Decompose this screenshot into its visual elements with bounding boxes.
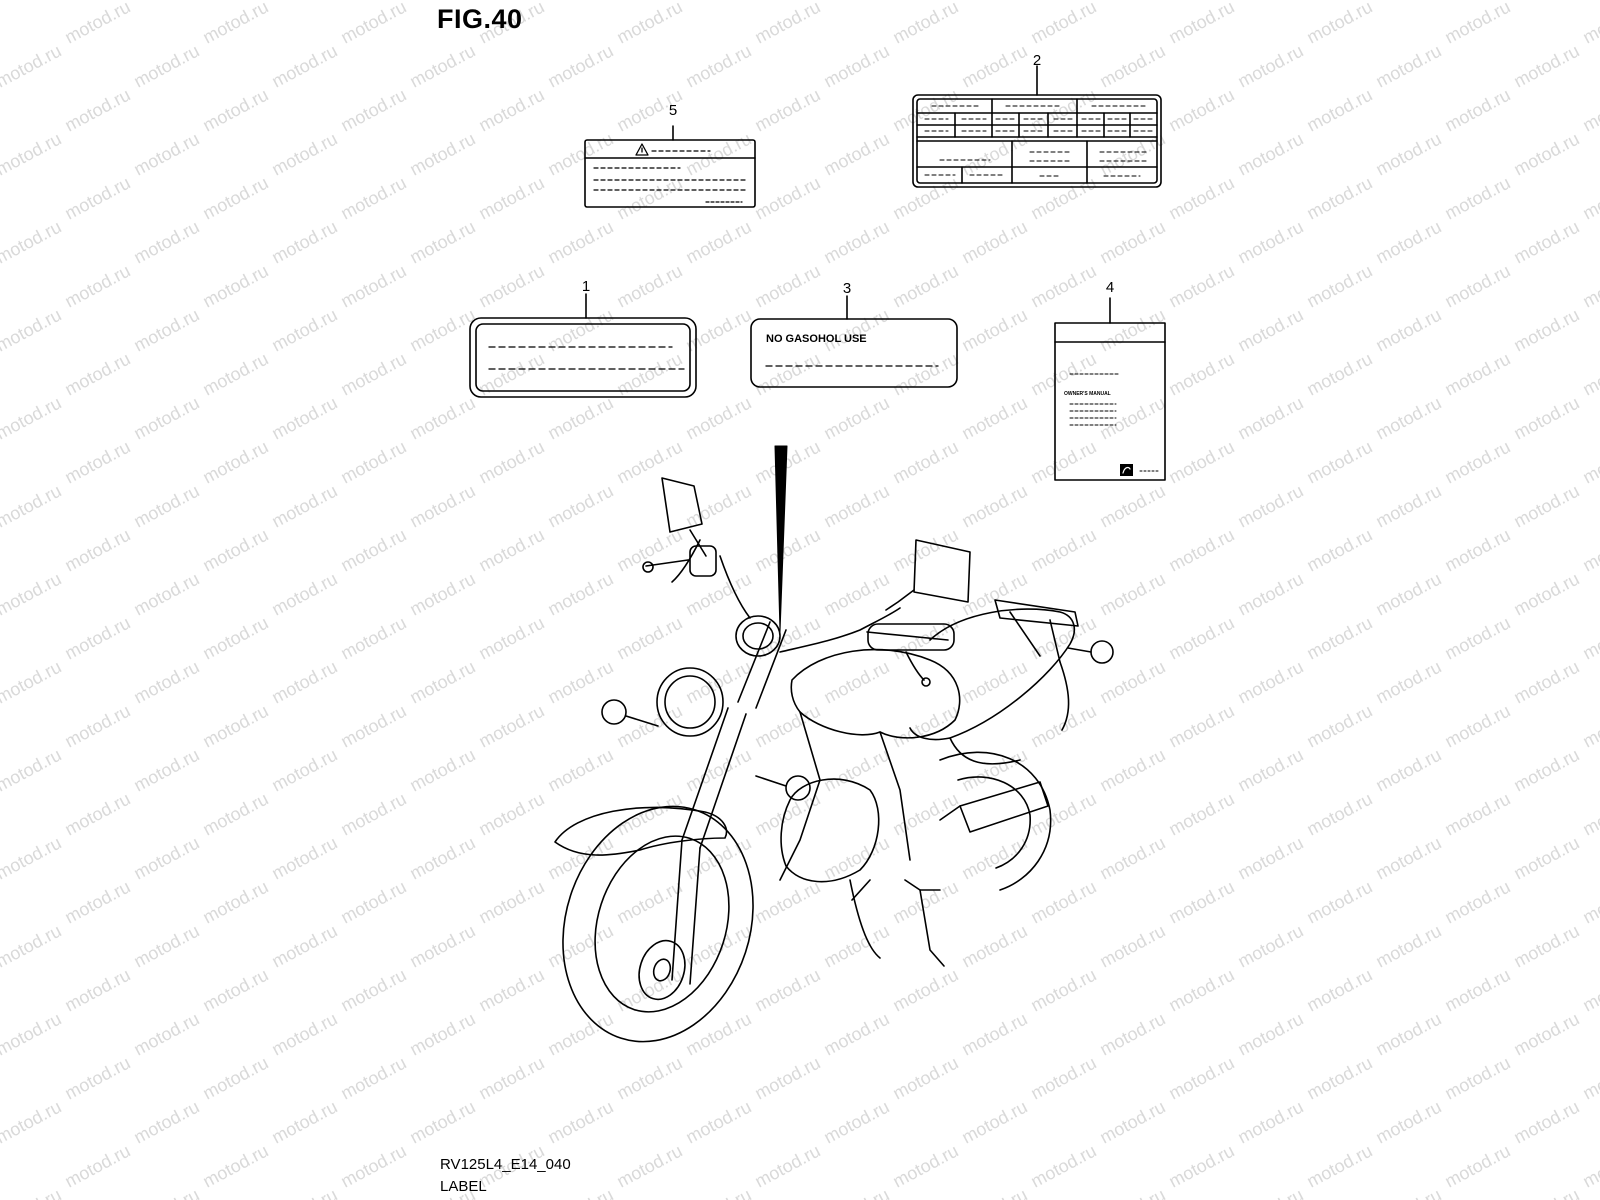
item-4-owners-manual [1054,297,1166,481]
callout-1: 1 [582,278,590,295]
label-5-warning-sticker [584,125,756,208]
label-1-sticker [469,293,697,398]
manual-title: OWNER'S MANUAL [1064,391,1111,397]
label-2-info-table [912,65,1162,188]
motorcycle-outline [554,477,1114,1043]
label-3-no-gasohol-sticker [750,295,958,388]
section-label: LABEL [440,1178,487,1195]
warning-triangle-icon [635,143,649,156]
callout-3: 3 [843,280,851,297]
model-code: RV125L4_E14_040 [440,1156,571,1173]
figure-title: FIG.40 [437,4,523,34]
label-location-pointer [774,445,788,633]
callout-4: 4 [1106,279,1114,296]
brand-logo-icon [1120,464,1133,476]
callout-2: 2 [1033,52,1041,69]
callout-5: 5 [669,102,677,119]
label-3-text: NO GASOHOL USE [766,333,867,345]
